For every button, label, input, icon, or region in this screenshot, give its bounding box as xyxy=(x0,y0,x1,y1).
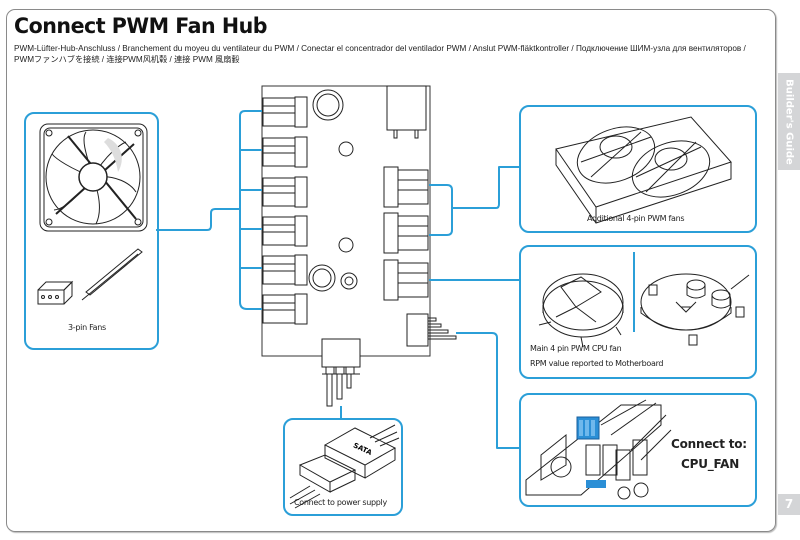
page-frame xyxy=(6,9,776,532)
caption-cpu-fan-line1: Main 4 pin PWM CPU fan xyxy=(530,344,622,353)
pwm-hub-board-icon xyxy=(261,85,457,407)
page-title: Connect PWM Fan Hub xyxy=(14,14,267,38)
sata-connector-icon: SATA xyxy=(289,424,400,509)
connector-lines xyxy=(156,110,519,449)
motherboard-header-icon xyxy=(525,399,672,500)
caption-connect-to: Connect to: xyxy=(671,437,747,451)
page-subtitle: PWM-Lüfter-Hub-Anschluss / Branchement d… xyxy=(14,44,746,64)
caption-3pin-fans: 3-pin Fans xyxy=(68,323,106,332)
callout-additional-pwm-fans: Additional 4-pin PWM fans xyxy=(519,105,757,233)
hub-left-ports xyxy=(262,96,308,325)
page-number: 7 xyxy=(778,494,800,515)
radiator-fans-icon xyxy=(555,116,732,224)
side-tab-builders-guide[interactable]: Builder's Guide xyxy=(778,73,800,170)
case-fan-icon xyxy=(37,123,148,305)
caption-additional-pwm-fans: Additional 4-pin PWM fans xyxy=(587,214,685,223)
cpu-cooler-icon xyxy=(538,252,750,348)
caption-cpu-fan-header: CPU_FAN xyxy=(681,457,740,471)
caption-cpu-fan-line2: RPM value reported to Motherboard xyxy=(530,359,664,368)
callout-cpu-fan: Main 4 pin PWM CPU fan RPM value reporte… xyxy=(519,245,757,379)
callout-3pin-fans: 3-pin Fans xyxy=(24,112,159,350)
callout-power-supply: SATA Connect to power supply xyxy=(283,418,403,516)
caption-power-supply: Connect to power supply xyxy=(294,498,387,507)
callout-motherboard: Connect to: CPU_FAN xyxy=(519,393,757,507)
hub-right-ports xyxy=(383,166,429,301)
